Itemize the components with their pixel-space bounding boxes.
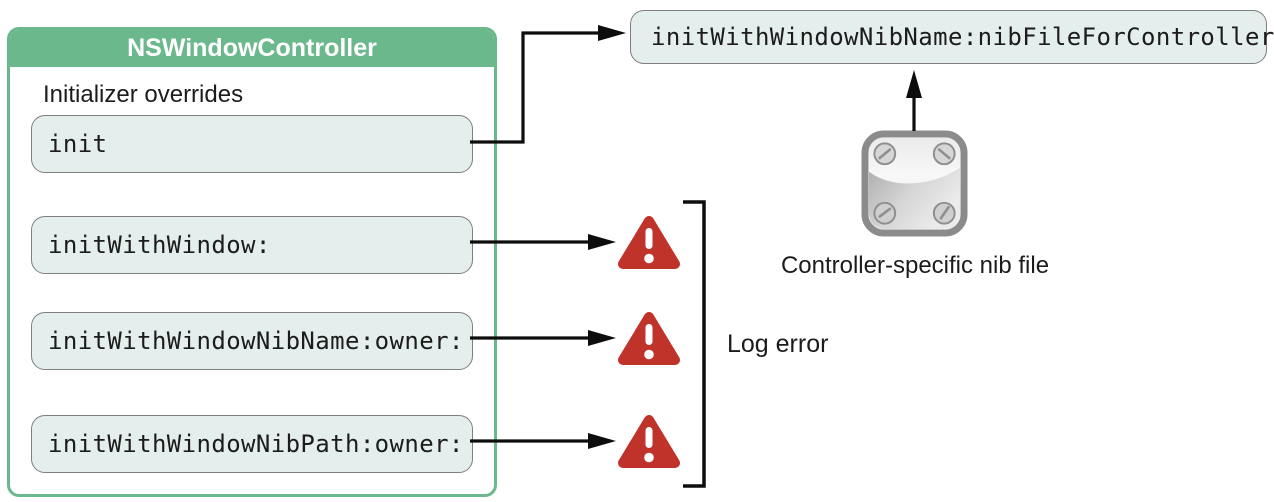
class-header: NSWindowController — [10, 30, 494, 67]
warning-triangle-icon — [618, 415, 680, 468]
arrowhead-nibpath-owner — [588, 433, 616, 449]
method-box-initwithwindownibname-owner: initWithWindowNibName:owner: — [31, 312, 473, 370]
designated-initializer-box: initWithWindowNibName:nibFileForControll… — [630, 10, 1274, 64]
log-error-bracket — [683, 200, 706, 488]
method-box-initwithwindownibpath-owner: initWithWindowNibPath:owner: — [31, 415, 473, 473]
arrowhead-init-to-designated — [598, 25, 626, 41]
method-box-initwithwindow: initWithWindow: — [31, 216, 473, 274]
class-title: NSWindowController — [127, 34, 377, 62]
initializer-overrides-label: Initializer overrides — [43, 81, 244, 108]
log-error-label: Log error — [727, 330, 829, 358]
method-box-init: init — [31, 115, 473, 173]
arrowhead-nibfile — [906, 70, 922, 98]
nib-file-caption: Controller-specific nib file — [780, 252, 1050, 279]
nib-screws — [873, 142, 956, 225]
warning-triangle-icon — [618, 312, 680, 365]
arrowhead-nibname-owner — [588, 330, 616, 346]
nswindowcontroller-class-box: NSWindowController Initializer overrides… — [7, 27, 497, 497]
nib-file-icon — [861, 130, 968, 237]
arrowhead-initwithwindow — [588, 234, 616, 250]
warning-triangle-icon — [618, 216, 680, 269]
